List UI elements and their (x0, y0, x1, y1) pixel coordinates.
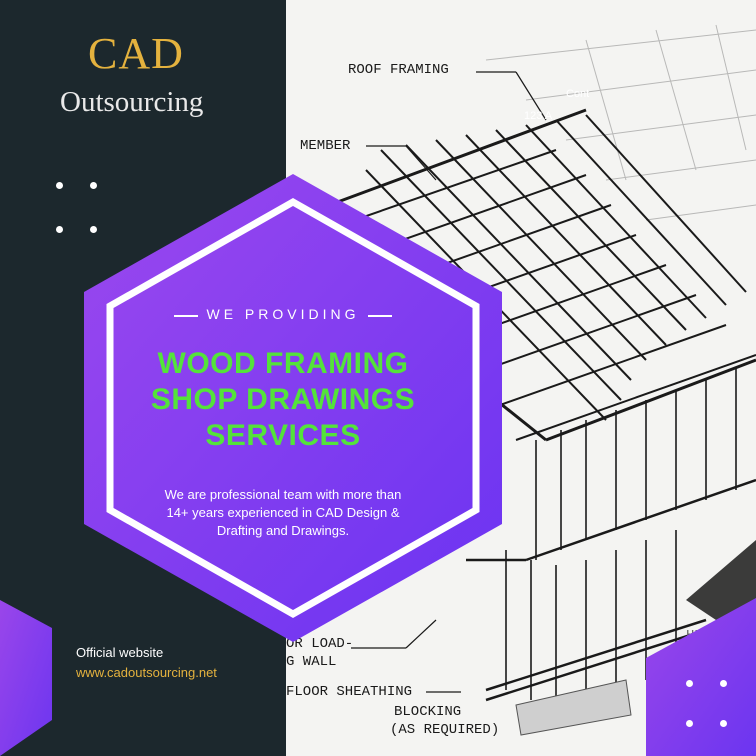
blurb-line: 14+ years experienced in CAD Design & (166, 505, 400, 520)
decor-dot (56, 226, 63, 233)
label-load-line1: OR LOAD- (286, 636, 354, 652)
decor-dot (686, 680, 693, 687)
blurb-line: We are professional team with more than (164, 487, 402, 502)
logo-cad: CAD (88, 29, 184, 78)
eyebrow-text: WE PROVIDING (206, 306, 360, 322)
eyebrow-rule-right (368, 315, 392, 317)
label-roof-framing: ROOF FRAMING (348, 62, 449, 78)
website-link[interactable]: www.cadoutsourcing.net (76, 665, 217, 680)
decor-dot (720, 680, 727, 687)
blurb-line: Drafting and Drawings. (216, 523, 350, 538)
blurb: We are professional team with more than … (138, 486, 428, 540)
overlay-text-2: 123 A (524, 110, 553, 122)
label-floor-sheathing: FLOOR SHEATHING (286, 684, 413, 700)
overlay-text-1: Cont (566, 88, 590, 100)
decor-dot (90, 182, 97, 189)
website-label: Official website (76, 645, 164, 660)
eyebrow-rule-left (174, 315, 198, 317)
headline-line: SERVICES (205, 419, 361, 452)
decor-dot (720, 720, 727, 727)
headline-line: WOOD FRAMING (157, 347, 409, 380)
decor-dot (56, 182, 63, 189)
corner-block-right (646, 598, 756, 756)
label-blocking: BLOCKING (394, 704, 462, 720)
label-member: MEMBER (300, 138, 351, 154)
corner-diamond-left (0, 600, 52, 756)
headline-line: SHOP DRAWINGS (150, 383, 416, 416)
headline: WOOD FRAMING SHOP DRAWINGS SERVICES (118, 346, 448, 454)
decor-dot (686, 720, 693, 727)
hexagon-badge (84, 174, 502, 642)
label-as-required: (AS REQUIRED) (390, 722, 500, 738)
framing-drawing: ROOF FRAMING MEMBER OR LOAD- G WALL FLOO… (286, 0, 756, 756)
decor-dot (90, 226, 97, 233)
logo-outsourcing: Outsourcing (60, 86, 204, 118)
framing-drawing-svg (295, 24, 756, 736)
label-load-line2: G WALL (286, 654, 337, 670)
